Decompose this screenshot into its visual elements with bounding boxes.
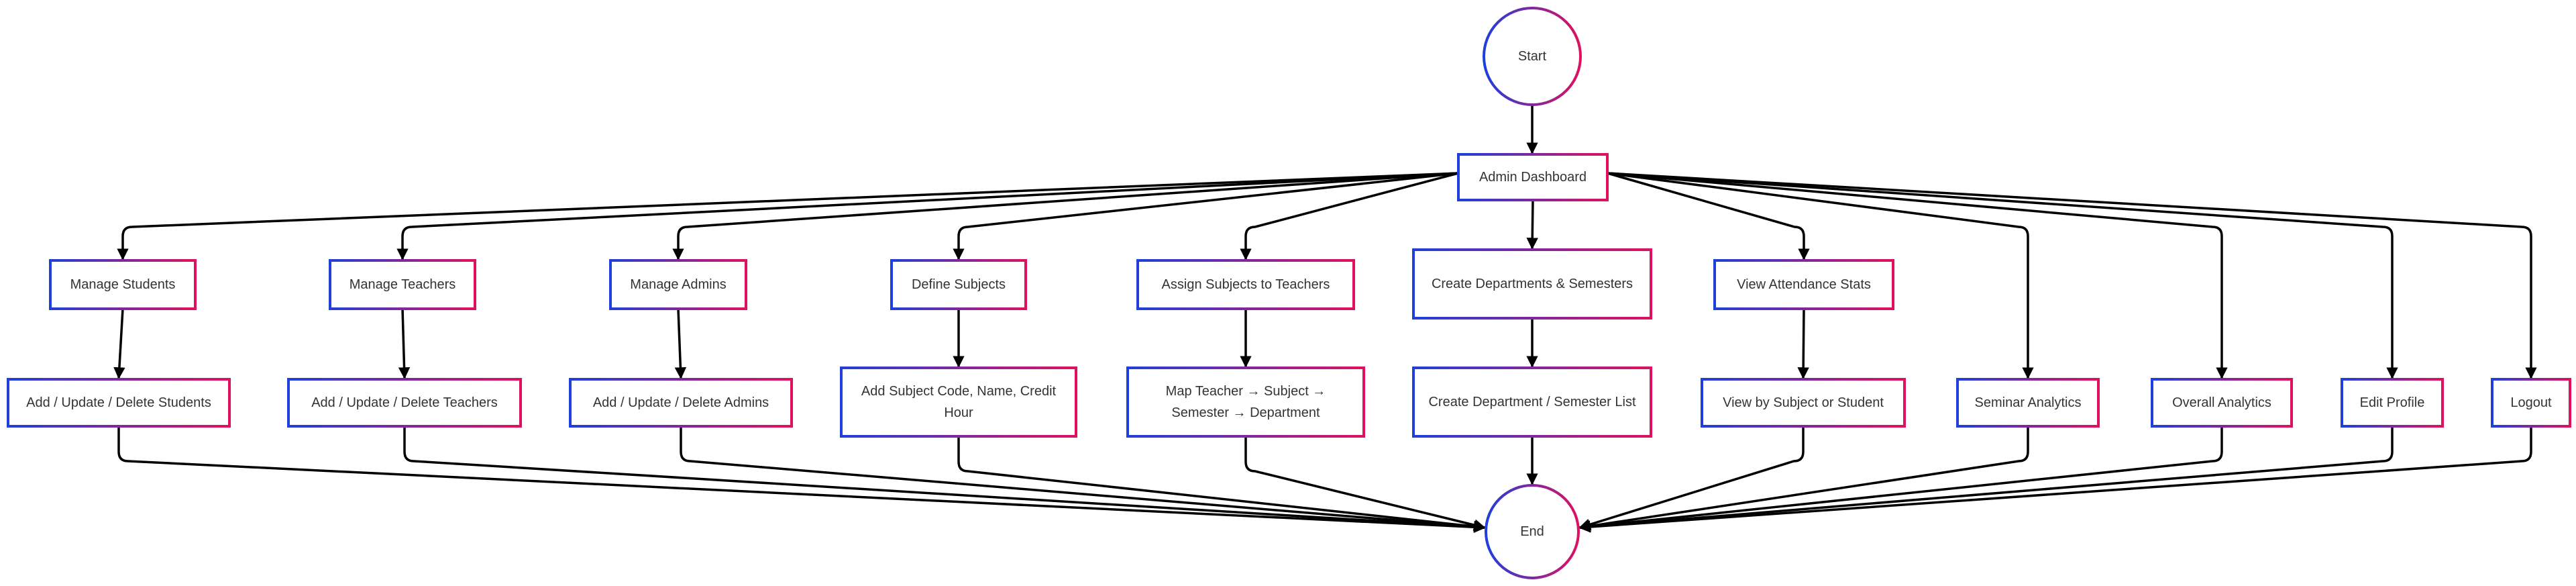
node-admin-dashboard-shape: [1457, 153, 1609, 201]
nodes: [7, 7, 2571, 579]
edge-crud-teachers-to-end: [403, 426, 1486, 533]
node-subject-details: Add Subject Code, Name, Credit Hour: [861, 384, 1057, 420]
node-edit-profile: Edit Profile: [2359, 395, 2425, 410]
node-start-shape: [1483, 7, 1582, 106]
node-logout: Logout: [2510, 395, 2552, 410]
node-crud-admins: Add / Update / Delete Admins: [592, 395, 769, 410]
edge-subject-details-to-end: [957, 436, 1486, 532]
edge-dashboard-to-assign-subjects: [1240, 172, 1459, 260]
node-crud-admins-shape: [569, 378, 793, 428]
edge-dashboard-to-overall-analytics: [1607, 172, 2228, 379]
node-manage-students: Manage Students: [70, 277, 176, 292]
node-seminar-analytics-shape: [1956, 378, 2100, 428]
edge-dashboard-to-logout: [1607, 172, 2537, 379]
node-manage-teachers-shape: [329, 259, 476, 310]
node-subject-details-shape: [840, 367, 1077, 438]
node-view-attendance-shape: [1713, 259, 1894, 310]
edge-dashboard-to-manage-admins: [672, 172, 1459, 260]
node-map-teacher-shape: [1126, 367, 1365, 438]
edge-dashboard-to-manage-teachers: [396, 172, 1459, 260]
node-assign-subjects: Assign Subjects to Teachers: [1161, 277, 1330, 292]
node-seminar-analytics: Seminar Analytics: [1974, 395, 2082, 410]
node-overall-analytics-shape: [2151, 378, 2293, 428]
edge-dashboard-to-create-departments: [1526, 199, 1538, 250]
edge-edit-profile-to-end: [1578, 426, 2394, 533]
node-logout-shape: [2491, 378, 2571, 428]
edge-dashboard-to-define-subjects: [953, 172, 1459, 260]
edge-dashboard-to-seminar-analytics: [1607, 172, 2034, 379]
node-end-shape: [1485, 484, 1580, 579]
node-manage-admins-shape: [609, 259, 747, 310]
node-crud-teachers-shape: [287, 378, 522, 428]
node-crud-students-shape: [7, 378, 231, 428]
node-create-departments-shape: [1412, 248, 1652, 320]
node-map-teacher: Map Teacher → Subject → Semester → Depar…: [1165, 384, 1326, 420]
node-end: End: [1520, 524, 1544, 539]
edge-seminar-analytics-to-end: [1578, 426, 2029, 532]
node-view-attendance: View Attendance Stats: [1737, 277, 1871, 292]
node-crud-teachers: Add / Update / Delete Teachers: [311, 395, 498, 410]
edge-map-teacher-to-end: [1244, 436, 1486, 531]
edge-crud-admins-to-end: [680, 426, 1486, 533]
edge-dashboard-to-edit-profile: [1607, 172, 2398, 379]
node-edit-profile-shape: [2341, 378, 2444, 428]
node-view-by-shape: [1701, 378, 1906, 428]
edge-logout-to-end: [1578, 426, 2532, 533]
node-overall-analytics: Overall Analytics: [2172, 395, 2271, 410]
edges: [113, 105, 2537, 533]
node-dept-list-shape: [1412, 367, 1652, 438]
edge-view-by-to-end: [1578, 426, 1805, 530]
node-view-by: View by Subject or Student: [1723, 395, 1884, 410]
node-dept-list: Create Department / Semester List: [1428, 395, 1636, 409]
edge-manage-students-to-crud-students: [113, 308, 125, 379]
node-manage-teachers: Manage Teachers: [349, 277, 456, 292]
node-admin-dashboard: Admin Dashboard: [1479, 170, 1587, 185]
edge-overall-analytics-to-end: [1578, 426, 2223, 533]
edge-view-attendance-to-view-by: [1797, 308, 1809, 379]
edge-dashboard-to-manage-students: [117, 172, 1459, 260]
node-manage-students-shape: [49, 259, 197, 310]
node-crud-students: Add / Update / Delete Students: [26, 395, 211, 410]
edge-manage-teachers-to-crud-teachers: [398, 308, 411, 379]
edge-manage-admins-to-crud-admins: [674, 308, 687, 379]
node-define-subjects-shape: [890, 259, 1027, 310]
node-define-subjects: Define Subjects: [911, 277, 1006, 292]
node-create-departments: Create Departments & Semesters: [1431, 277, 1633, 291]
node-start: Start: [1517, 49, 1547, 64]
edge-crud-students-to-end: [117, 426, 1486, 533]
node-manage-admins: Manage Admins: [630, 277, 727, 292]
node-assign-subjects-shape: [1136, 259, 1355, 310]
edge-dashboard-to-view-attendance: [1607, 172, 1810, 260]
